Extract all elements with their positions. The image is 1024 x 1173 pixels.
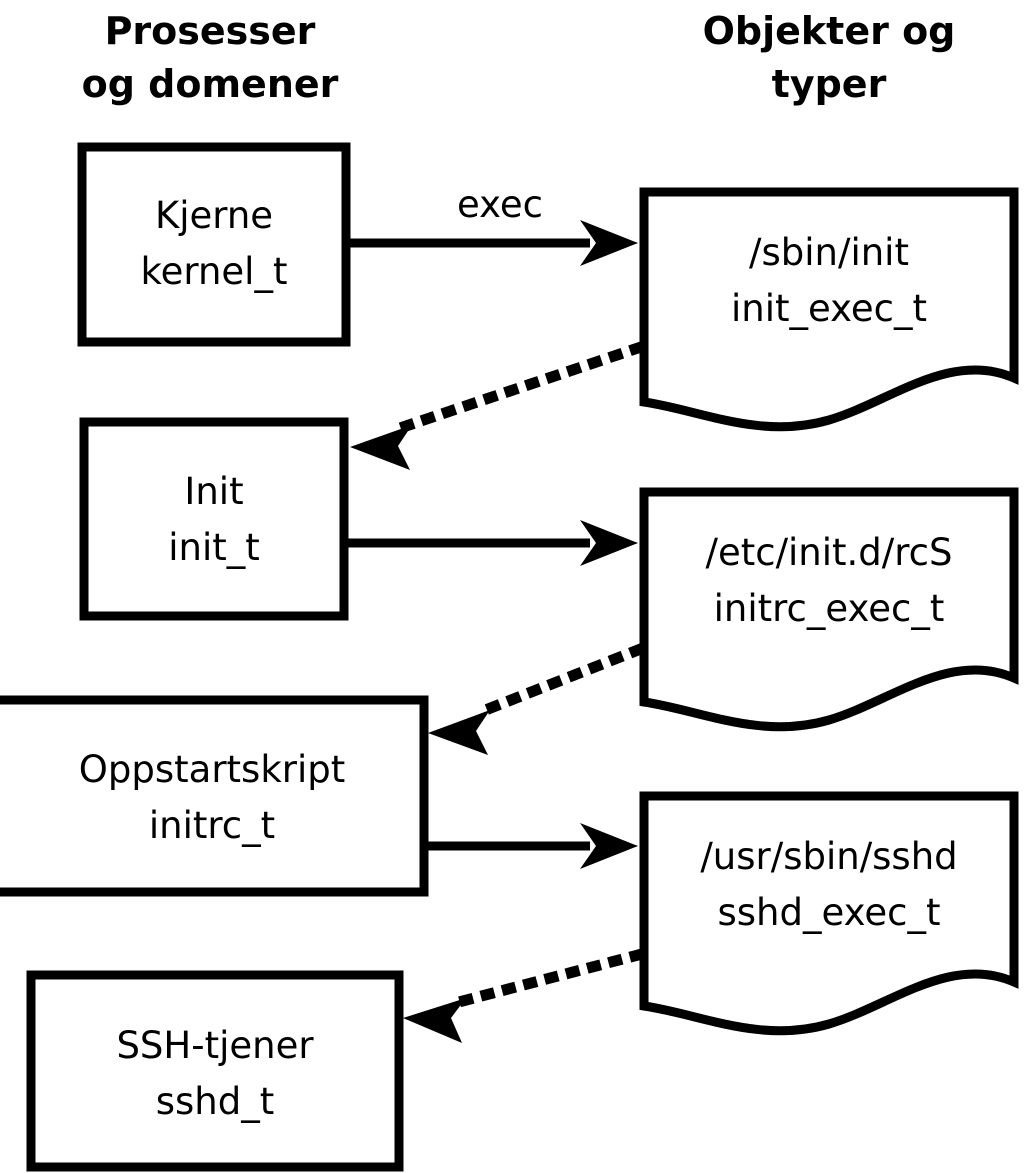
node-sshd-exec[interactable]: /usr/sbin/sshd sshd_exec_t xyxy=(639,791,1019,1036)
node-sshd-line1: SSH-tjener xyxy=(116,1024,314,1067)
node-initrc[interactable]: Oppstartskript initrc_t xyxy=(0,695,429,897)
node-initrc-exec-line1: /etc/init.d/rcS xyxy=(705,531,952,574)
node-init-line1: Init xyxy=(184,470,243,513)
edge-kernel-to-init-exec-arrowhead xyxy=(580,220,638,266)
node-kernel-line1: Kjerne xyxy=(155,194,273,237)
node-initrc-exec[interactable]: /etc/init.d/rcS initrc_exec_t xyxy=(639,487,1019,732)
node-kernel-line2: kernel_t xyxy=(141,250,288,293)
edge-init-exec-to-init-arrowhead xyxy=(350,425,412,470)
edge-init-to-initrc-exec xyxy=(348,520,638,566)
node-initrc-exec-line2: initrc_exec_t xyxy=(714,587,945,630)
node-init-line2: init_t xyxy=(168,526,260,569)
node-sshd-exec-document[interactable] xyxy=(639,791,1019,1036)
edge-sshd-exec-to-sshd-arrowhead xyxy=(403,998,466,1043)
node-init[interactable]: Init init_t xyxy=(79,417,349,621)
edge-init-exec-to-init xyxy=(350,341,645,470)
column-header-processes: Prosesser og domener xyxy=(82,9,339,106)
column-header-objects: Objekter og typer xyxy=(703,9,956,106)
edge-label-exec: exec xyxy=(457,183,543,226)
node-sshd-exec-line2: sshd_exec_t xyxy=(718,891,941,934)
node-initrc-exec-document[interactable] xyxy=(639,487,1019,732)
node-init-exec-line1: /sbin/init xyxy=(749,231,909,274)
column-header-processes-line1: Prosesser xyxy=(105,9,316,53)
edge-initrc-exec-to-initrc xyxy=(428,642,646,755)
column-header-processes-line2: og domener xyxy=(82,62,339,106)
node-sshd-exec-line1: /usr/sbin/sshd xyxy=(700,835,957,878)
node-init-exec-document[interactable] xyxy=(639,187,1019,432)
node-init-box[interactable] xyxy=(79,417,349,621)
node-sshd-line2: sshd_t xyxy=(156,1080,275,1123)
edge-initrc-to-sshd-exec-arrowhead xyxy=(580,823,638,869)
edge-init-exec-to-init-line xyxy=(393,341,645,435)
node-initrc-line2: initrc_t xyxy=(149,804,275,847)
node-initrc-line1: Oppstartskript xyxy=(79,748,345,791)
edge-initrc-exec-to-initrc-line xyxy=(470,642,646,721)
node-init-exec-line2: init_exec_t xyxy=(731,287,927,330)
edge-sshd-exec-to-sshd-line xyxy=(448,948,645,1010)
node-init-exec[interactable]: /sbin/init init_exec_t xyxy=(639,187,1019,432)
node-kernel-box[interactable] xyxy=(77,142,351,347)
edge-initrc-exec-to-initrc-arrowhead xyxy=(428,710,490,755)
node-sshd[interactable]: SSH-tjener sshd_t xyxy=(26,970,404,1172)
edge-initrc-to-sshd-exec xyxy=(428,823,638,869)
edge-sshd-exec-to-sshd xyxy=(403,948,645,1043)
edge-init-to-initrc-exec-arrowhead xyxy=(580,520,638,566)
node-kernel[interactable]: Kjerne kernel_t xyxy=(77,142,351,347)
edge-kernel-to-init-exec: exec xyxy=(350,183,638,266)
column-header-objects-line1: Objekter og xyxy=(703,9,956,53)
column-header-objects-line2: typer xyxy=(772,62,887,106)
node-initrc-box[interactable] xyxy=(0,695,429,897)
node-sshd-box[interactable] xyxy=(26,970,404,1172)
